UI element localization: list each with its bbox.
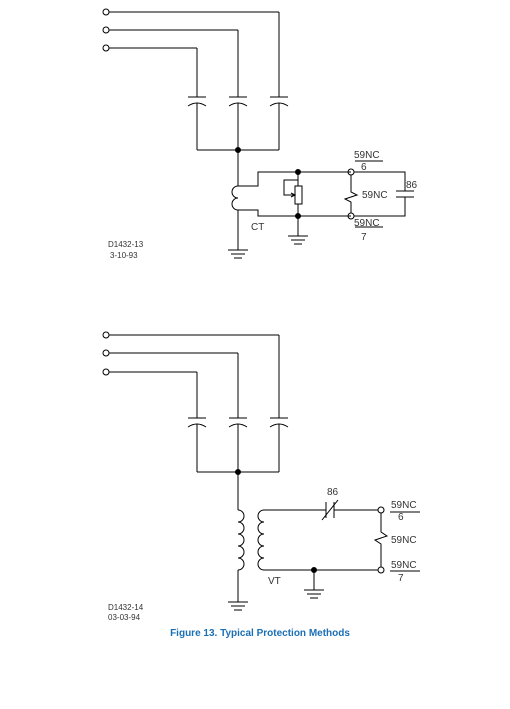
drawing-date: 3-10-93 — [110, 251, 138, 260]
ground-icon — [228, 601, 248, 611]
diagram-2 — [102, 331, 420, 611]
drawing-date: 03-03-94 — [108, 613, 141, 622]
relay-59nc-bottom-label: 59NC — [391, 560, 417, 571]
diagram-1 — [102, 8, 414, 259]
vt-label: VT — [268, 576, 281, 587]
relay-86-label: 86 — [406, 180, 418, 191]
ground-icon — [288, 235, 308, 245]
phase-lines-1 — [102, 8, 280, 97]
ground-icon — [228, 249, 248, 259]
relay-59nc-mid-label: 59NC — [362, 190, 388, 201]
relay-59nc-bottom-num: 7 — [398, 573, 404, 584]
ct-coil-icon — [231, 185, 239, 211]
relay-coil-icon — [373, 513, 389, 567]
vt-primary-coil-icon — [237, 509, 245, 571]
relay-86-label: 86 — [327, 487, 339, 498]
ground-icon — [304, 589, 324, 599]
relay-59nc-top-label: 59NC — [354, 150, 380, 161]
relay-59nc-bottom-label: 59NC — [354, 218, 380, 229]
drawing-number: D1432-13 — [108, 240, 144, 249]
relay-coil-icon — [343, 175, 359, 213]
capacitor-bank-1 — [187, 96, 289, 151]
potentiometer-icon — [283, 172, 303, 216]
drawing-number: D1432-14 — [108, 603, 144, 612]
figure-caption: Figure 13. Typical Protection Methods — [170, 628, 350, 639]
relay-59nc-top-num: 6 — [398, 512, 404, 523]
relay-59nc-bottom-num: 7 — [361, 232, 367, 243]
relay-59nc-top-label: 59NC — [391, 500, 417, 511]
relay-59nc-top-num: 6 — [361, 162, 367, 173]
vt-secondary-coil-icon — [257, 509, 265, 571]
capacitor-bank-2 — [187, 417, 289, 473]
relay-59nc-mid-label: 59NC — [391, 535, 417, 546]
ct-label: CT — [251, 222, 264, 233]
phase-lines-2 — [102, 331, 280, 418]
